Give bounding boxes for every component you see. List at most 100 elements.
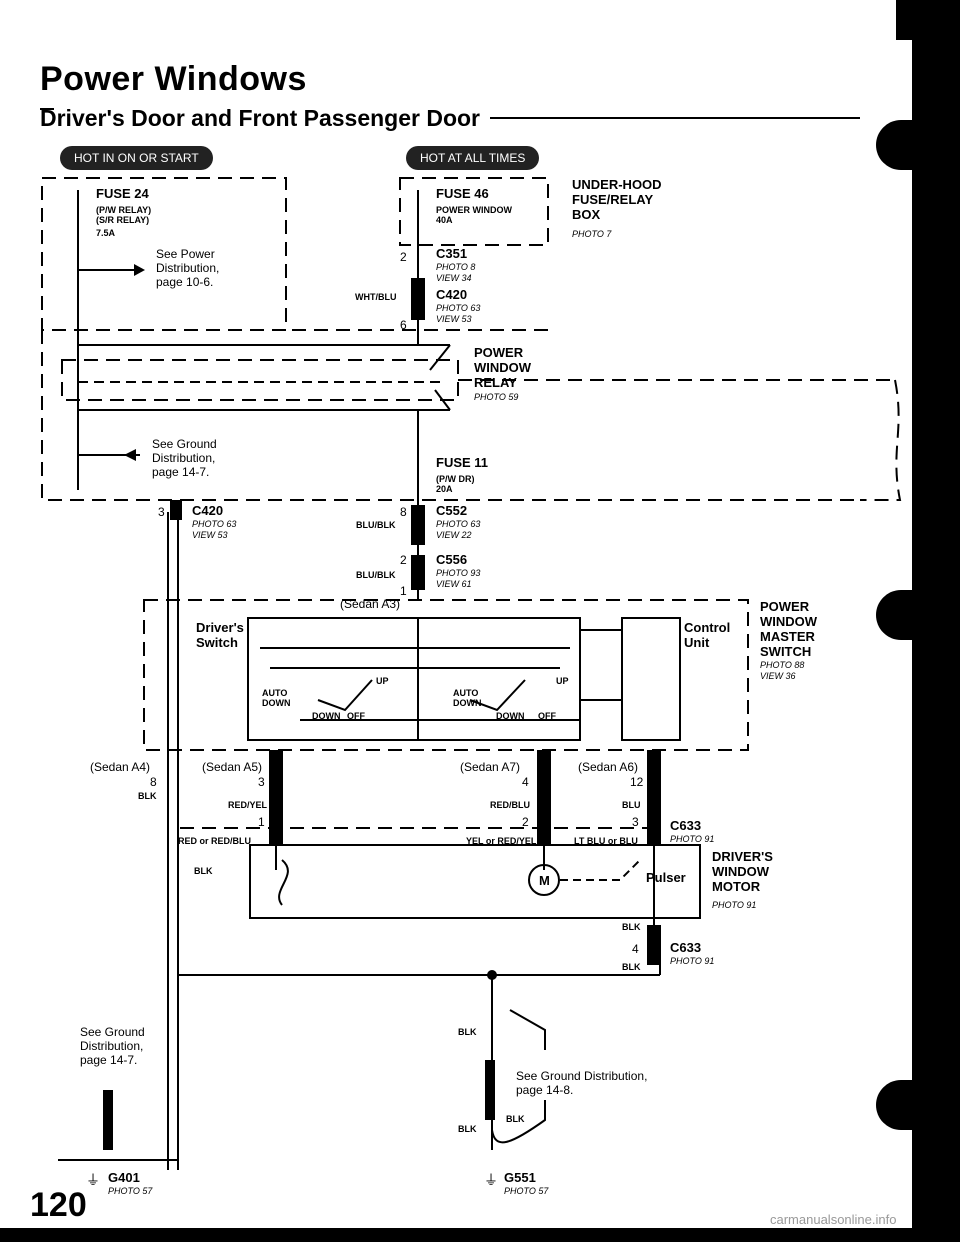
sw-line-5 (580, 629, 622, 701)
wire-blk-left: BLK (138, 791, 157, 801)
g401-photo: PHOTO 57 (108, 1186, 153, 1196)
motor-left-coil (278, 859, 289, 906)
sedan-a5-pin: 3 (258, 775, 265, 789)
g401-ground-icon: ⏚ (86, 1172, 100, 1188)
motor-box (249, 844, 701, 919)
c420-left-view: VIEW 53 (192, 530, 228, 540)
switch-auto-down-2: AUTO DOWN (453, 688, 482, 709)
motor-name: DRIVER'S WINDOW MOTOR (712, 849, 773, 894)
fuse11-name: FUSE 11 (436, 455, 489, 470)
c633-bottom-photo: PHOTO 91 (670, 956, 715, 966)
underhood-box-name: UNDER-HOOD FUSE/RELAY BOX (572, 177, 662, 222)
c552-name: C552 (436, 503, 468, 518)
master-switch-view: VIEW 36 (760, 671, 796, 681)
fuse46-name: FUSE 46 (436, 186, 489, 201)
sedan-a4-label: (Sedan A4) (90, 760, 151, 774)
fuse11-rating: 20A (436, 484, 453, 494)
sedan-a7-pin: 4 (522, 775, 529, 789)
wire-yel-or-redyel: YEL or RED/YEL (466, 836, 537, 846)
hot-in-on-or-start-badge: HOT IN ON OR START (60, 146, 213, 170)
gd-arrowhead (124, 449, 136, 461)
sedan-a7-label: (Sedan A7) (460, 760, 521, 774)
page-number: 120 (30, 1186, 87, 1224)
motor-circle (528, 864, 560, 896)
master-switch-box (143, 599, 749, 751)
wire-blu-blk-2: BLU/BLK (356, 570, 396, 580)
hot-at-all-times-badge: HOT AT ALL TIMES (406, 146, 540, 170)
sw-lever-1 (317, 679, 373, 712)
underhood-box-photo: PHOTO 7 (572, 229, 612, 239)
c633-pin-3: 3 (632, 815, 639, 829)
a6-bar (647, 750, 661, 846)
drivers-switch-box (247, 617, 581, 741)
relay-box (61, 359, 459, 401)
watermark: carmanualsonline.info (770, 1212, 897, 1227)
relay-photo: PHOTO 59 (474, 392, 519, 402)
page-edge-notch-2 (876, 590, 916, 640)
c556-pin: 2 (400, 553, 407, 567)
c633-bottom-pin: 4 (632, 942, 639, 956)
pd-arrowhead (134, 264, 145, 276)
c633-bar (647, 925, 661, 965)
switch-up-2: UP (556, 676, 569, 686)
sedan-a6-pin: 12 (630, 775, 644, 789)
subtitle-line (490, 117, 860, 119)
wire-red-yel: RED/YEL (228, 800, 268, 810)
c633-pin-1: 1 (258, 815, 265, 829)
c420-top-pin: 6 (400, 318, 407, 332)
c351-photo: PHOTO 8 (436, 262, 476, 272)
wire-blu: BLU (622, 800, 641, 810)
ground-148-ref (509, 1009, 546, 1050)
relay-name: POWER WINDOW RELAY (474, 345, 532, 390)
c420-top-photo: PHOTO 63 (436, 303, 481, 313)
switch-down-1: DOWN (312, 711, 341, 721)
c351-name: C351 (436, 246, 468, 261)
relay-coil-diag (429, 344, 451, 411)
wire-blk-g551-left: BLK (458, 1124, 477, 1134)
motor-pulser (560, 859, 641, 881)
control-unit-box (621, 617, 681, 741)
ground-ref-14-7-bottom: See Ground Distribution, page 14-7. (80, 1025, 145, 1067)
c552-bar (411, 505, 425, 545)
g401-name: G401 (108, 1170, 140, 1185)
wire-red-or-redblu: RED or RED/BLU (178, 836, 252, 846)
fuse46-rating: 40A (436, 215, 453, 225)
sedan-a6-label: (Sedan A6) (578, 760, 639, 774)
wire-wht-blu: WHT/BLU (355, 292, 397, 302)
c420-left-name: C420 (192, 503, 224, 518)
c552-pin: 8 (400, 505, 407, 519)
wire-blk-c633-bottom: BLK (622, 962, 641, 972)
page-edge-bar (912, 0, 960, 1242)
wire-blk-center: BLK (458, 1027, 477, 1037)
sw-lever-2 (469, 679, 526, 712)
g401-bar (103, 1090, 113, 1150)
master-switch-name: POWER WINDOW MASTER SWITCH (760, 599, 818, 659)
c420-top-name: C420 (436, 287, 468, 302)
g551-name: G551 (504, 1170, 536, 1185)
c351-pin: 2 (400, 250, 407, 264)
wire-ltblu-or-blu: LT BLU or BLU (574, 836, 638, 846)
control-unit-label: Control Unit (684, 620, 731, 650)
motor-m-label: M (539, 873, 550, 888)
page-edge-tab (896, 0, 916, 40)
c351-view: VIEW 34 (436, 273, 472, 283)
page-subtitle: Driver's Door and Front Passenger Door (40, 105, 481, 131)
switch-down-2: DOWN (496, 711, 525, 721)
g551-photo: PHOTO 57 (504, 1186, 549, 1196)
c420-top-view: VIEW 53 (436, 314, 472, 324)
junction-dot (487, 970, 497, 980)
c633-top-photo: PHOTO 91 (670, 834, 715, 844)
sedan-a3-pin: 1 (400, 584, 407, 598)
fuse11-desc: (P/W DR) (436, 474, 475, 484)
fuse46-desc: POWER WINDOW (436, 205, 512, 215)
g551-bar (485, 1060, 495, 1120)
outer-loop (41, 330, 860, 501)
c552-view: VIEW 22 (436, 530, 472, 540)
fuse46-box (399, 177, 549, 246)
drivers-switch-label: Driver's Switch (196, 620, 244, 650)
wire-red-blu: RED/BLU (490, 800, 530, 810)
c420-bar (411, 278, 425, 320)
fuse24-box (41, 177, 287, 331)
c556-view: VIEW 61 (436, 579, 472, 589)
